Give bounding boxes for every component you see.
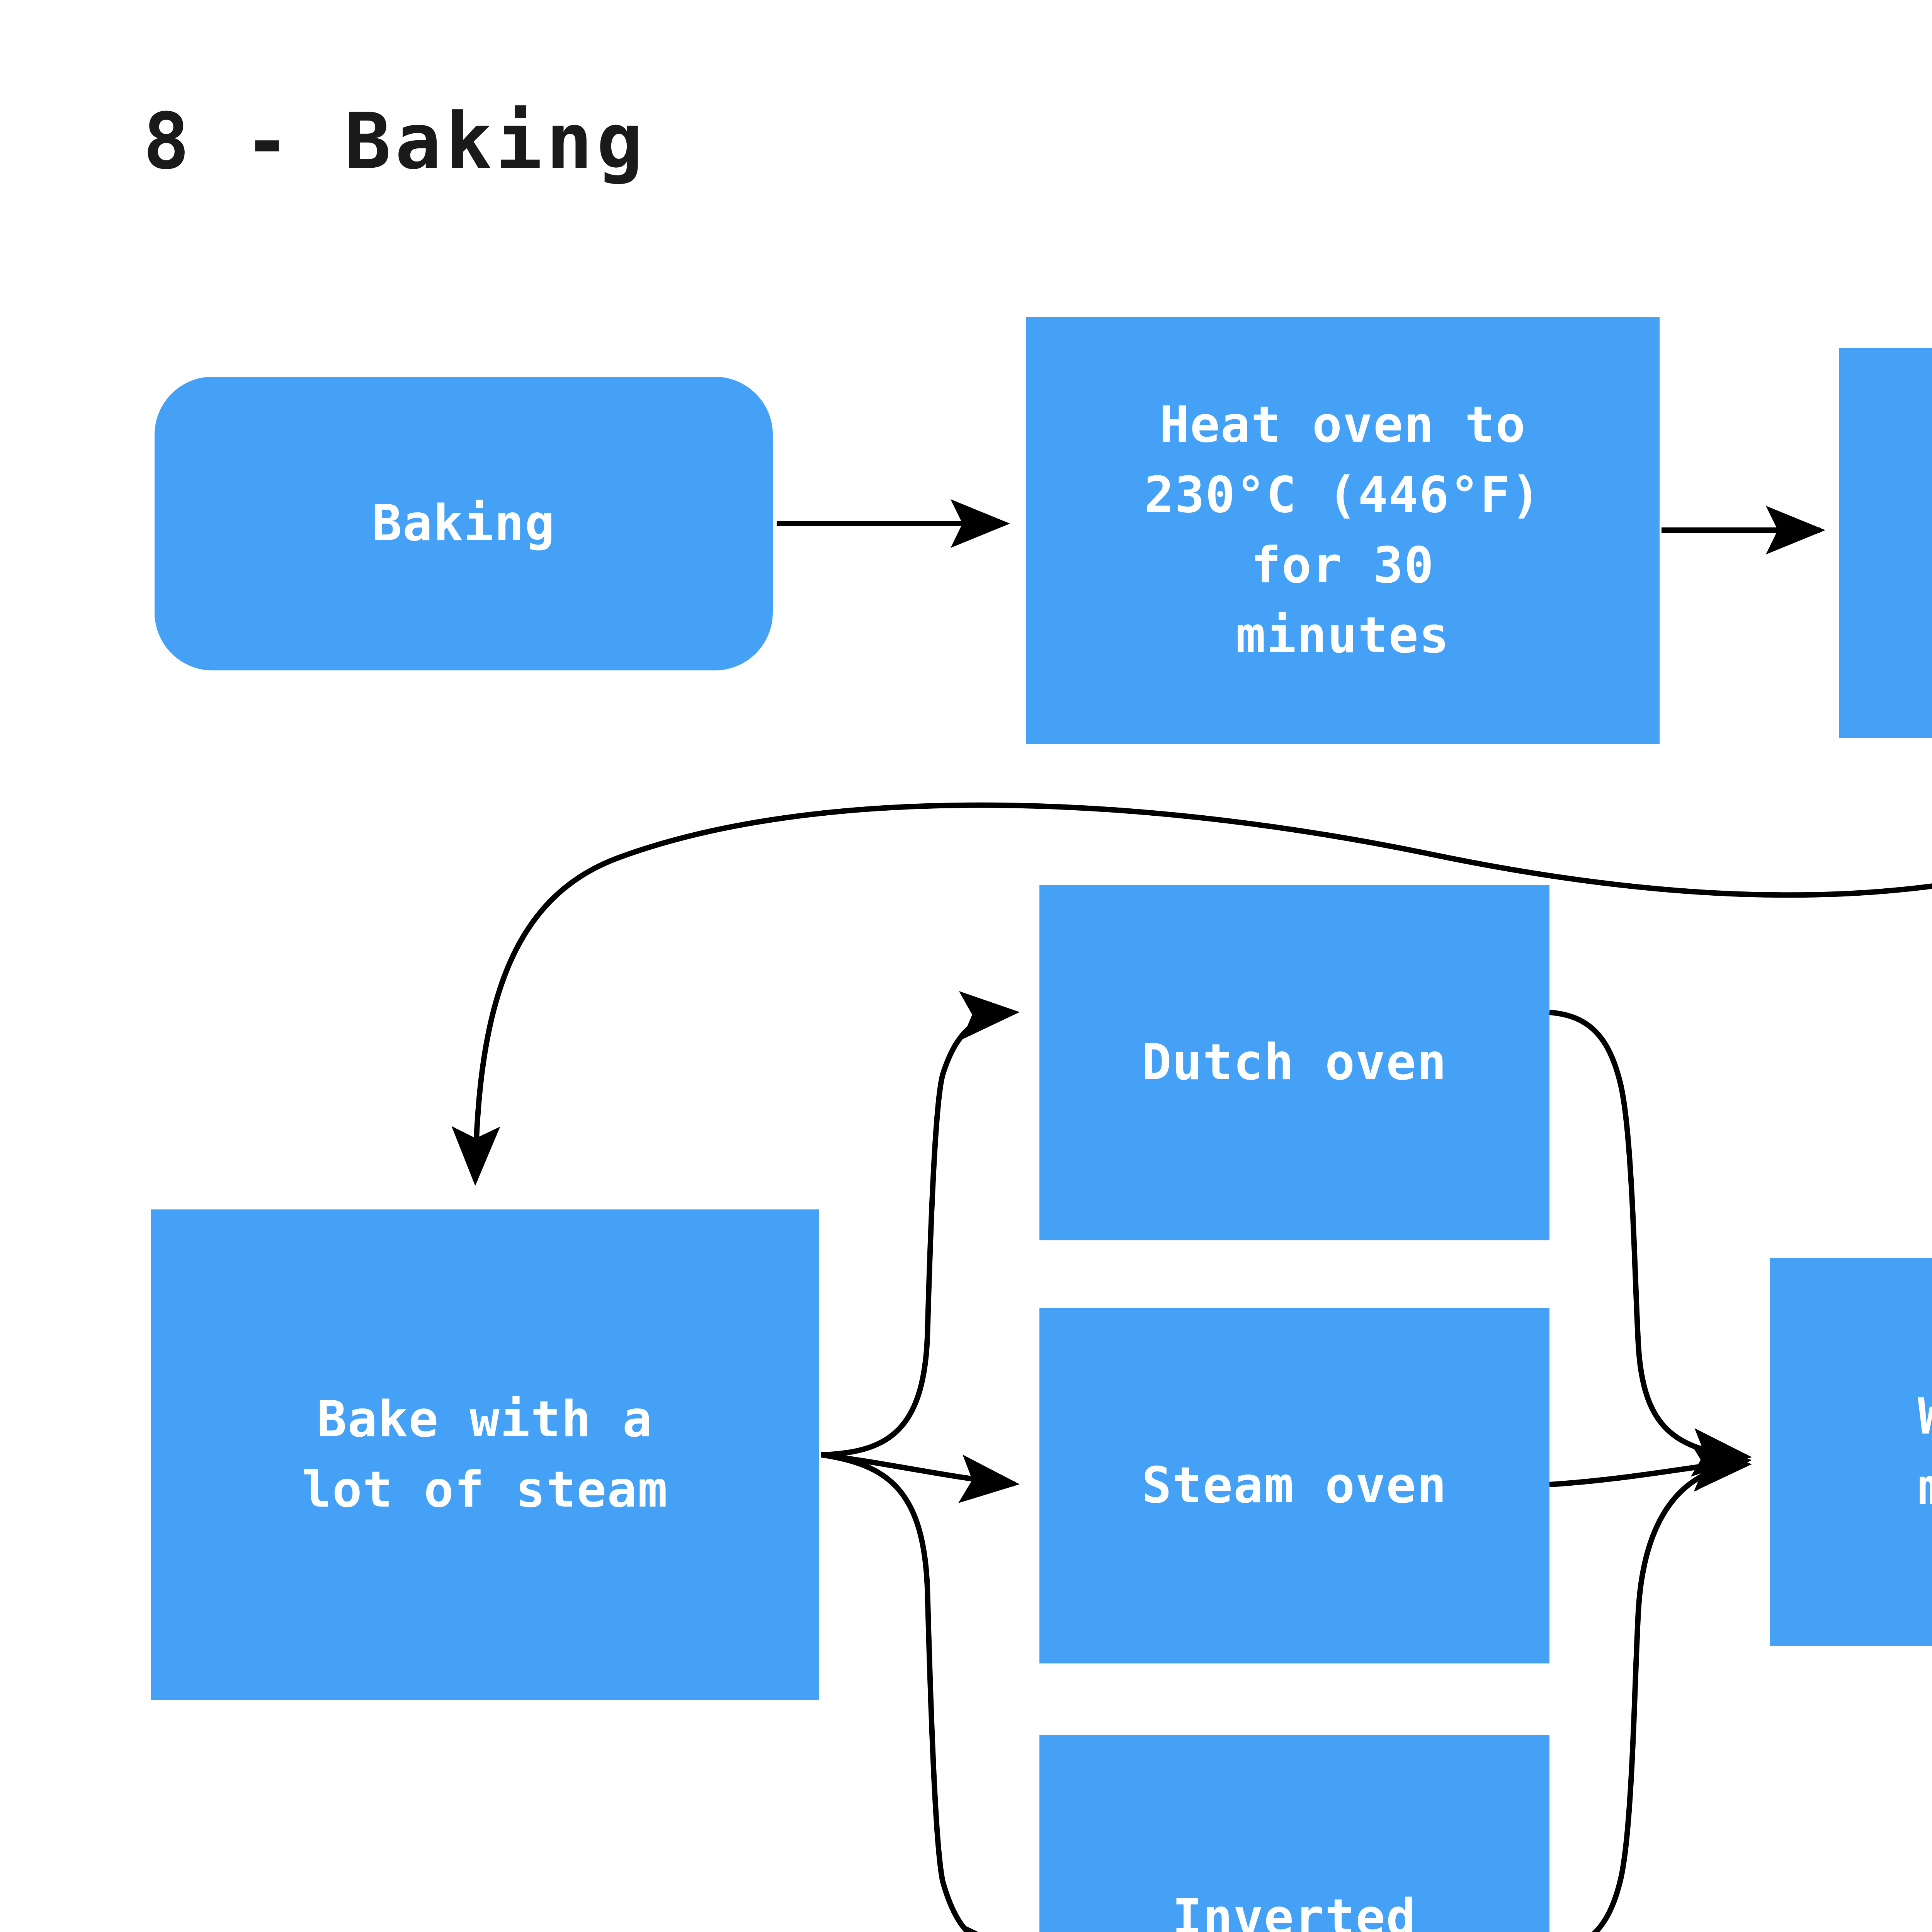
- page-title: 8 - Baking: [143, 97, 647, 187]
- edge-dutch-oven-to-wait-30: [1549, 1010, 1752, 1477]
- node-steam-oven[interactable]: Steam oven: [1039, 1308, 1549, 1663]
- node-baking[interactable]: Baking: [155, 377, 773, 670]
- edge-bake-steam-to-inverted-tray: [821, 1452, 1020, 1932]
- node-wait-30-minutes[interactable]: Wait 30 minutes: [1770, 1258, 1932, 1646]
- node-score-your-dough[interactable]: Score your dough: [1839, 348, 1932, 738]
- node-inverted-tray-bowl[interactable]: Inverted Tray + Bowl: [1039, 1735, 1549, 1932]
- node-bake-with-steam[interactable]: Bake with a lot of steam: [151, 1209, 819, 1700]
- edge-bake-steam-to-dutch-oven: [821, 991, 1020, 1458]
- node-dutch-oven[interactable]: Dutch oven: [1039, 885, 1549, 1240]
- edge-inverted-tray-to-wait-30: [1592, 1443, 1752, 1932]
- node-heat-oven[interactable]: Heat oven to 230°C (446°F) for 30 minute…: [1026, 317, 1660, 744]
- edge-steam-oven-to-wait-30: [1549, 1442, 1752, 1491]
- edge-bake-steam-to-steam-oven: [821, 1452, 1020, 1503]
